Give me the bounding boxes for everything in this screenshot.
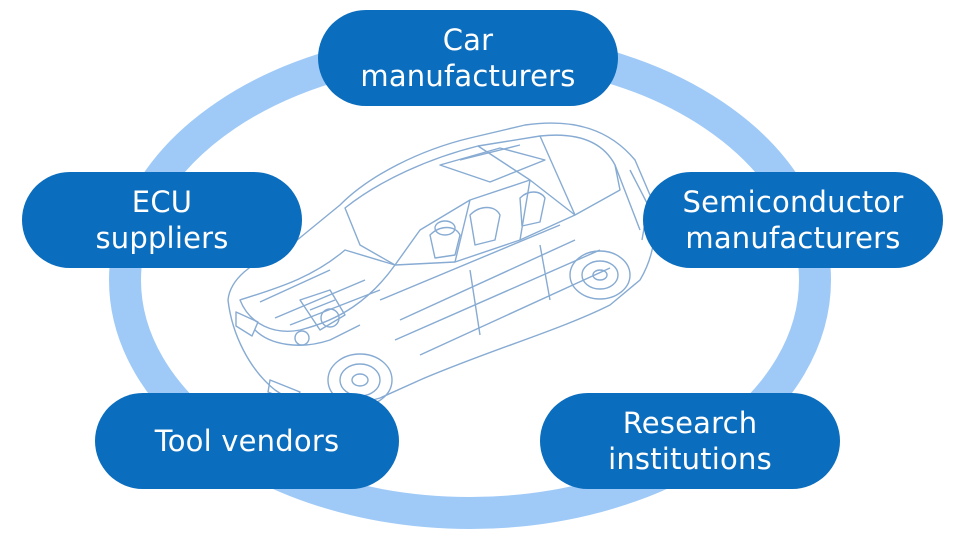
research-institutions-pill: Research institutions <box>540 393 840 489</box>
semiconductor-manufacturers-pill: Semiconductor manufacturers <box>643 172 943 268</box>
car-manufacturers-line2: manufacturers <box>360 59 576 93</box>
research-institutions-line2: institutions <box>608 442 772 476</box>
tool-vendors-line1: Tool vendors <box>154 424 340 458</box>
car-manufacturers-line1: Car <box>442 23 494 57</box>
ecu-suppliers-line1: ECU <box>131 185 193 219</box>
ecu-suppliers-line2: suppliers <box>95 221 229 255</box>
car-wireframe-image <box>227 122 656 407</box>
semiconductor-manufacturers-line2: manufacturers <box>685 221 901 255</box>
car-manufacturers-pill: Car manufacturers <box>318 10 618 106</box>
tool-vendors-pill: Tool vendors <box>95 393 399 489</box>
ecu-suppliers-pill: ECU suppliers <box>22 172 302 268</box>
research-institutions-line1: Research <box>622 406 758 440</box>
semiconductor-manufacturers-line1: Semiconductor <box>682 185 904 219</box>
